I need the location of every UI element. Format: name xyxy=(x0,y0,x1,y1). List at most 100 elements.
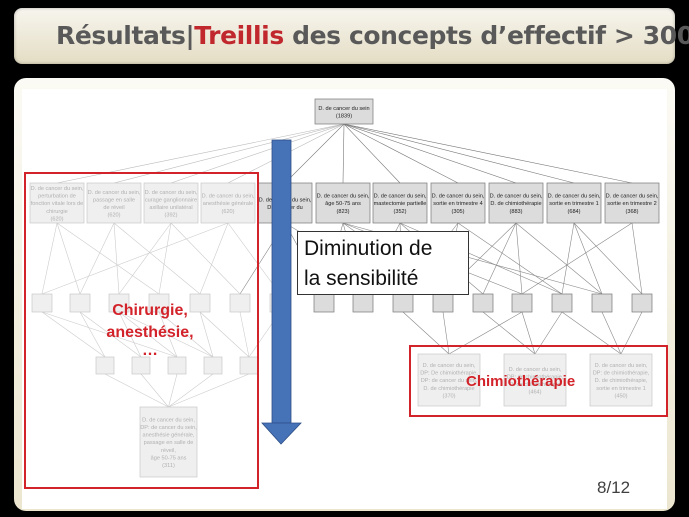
slide-title: Résultats|Treillis des concepts d’effect… xyxy=(56,21,689,50)
lattice-level1-node: D. de cancer du sein,sortie en trimestre… xyxy=(604,182,660,224)
lattice-node-count: (305) xyxy=(451,209,464,215)
lattice-edge xyxy=(79,222,115,295)
lattice-level2-node xyxy=(392,293,414,313)
lattice-edge xyxy=(521,222,633,295)
lattice-edge xyxy=(168,373,214,408)
lattice-edge xyxy=(620,311,643,355)
lattice-node-label: sortie en trimestre 4 xyxy=(433,201,482,207)
lattice-node-box xyxy=(546,182,602,224)
lattice-node-label: D. de chimiothérapie xyxy=(509,382,560,388)
lattice-node-label: D. de chimiothérapie xyxy=(490,201,541,207)
lattice-node-count: (620) xyxy=(107,213,120,219)
lattice-level2-node xyxy=(148,293,170,313)
lattice-chemo-node: D. de cancer du sein,DP: de chimiothérap… xyxy=(589,353,653,407)
lattice-node-label: D. de cancer du sein, xyxy=(509,367,562,373)
lattice-node-count: (464) xyxy=(528,390,541,396)
lattice-level2-node xyxy=(313,293,335,313)
lattice-level1-node: D. de cancer du sein,mastectomie partiel… xyxy=(372,182,428,224)
lattice-level1-node: D. de cancer du sein,sortie en trimestre… xyxy=(546,182,602,224)
lattice-level2-node xyxy=(352,293,374,313)
lattice-node-label: D. de cancer du sein, xyxy=(88,190,141,196)
lattice-level2-node xyxy=(69,293,91,313)
lattice-edge xyxy=(118,222,172,295)
lattice-node-label: D. de cancer du sein, xyxy=(145,190,198,196)
lattice-node-label: passage en salle xyxy=(93,197,135,203)
lattice-edge xyxy=(343,123,401,184)
lattice-edge xyxy=(118,311,214,358)
lattice-level2-node xyxy=(108,293,130,313)
lattice-node-box xyxy=(86,182,142,224)
lattice-level2-node xyxy=(551,293,573,313)
lattice-edge xyxy=(104,373,169,408)
lattice-node-count: (368) xyxy=(625,209,638,215)
lattice-node-label: sortie en trimestre 1 xyxy=(549,201,598,207)
lattice-edge xyxy=(113,222,120,295)
sensitivity-arrow-shaft xyxy=(271,139,292,424)
lattice-edge xyxy=(56,123,345,184)
lattice-node-label: D. de cancer du sein, xyxy=(595,363,648,369)
sensitivity-decrease-box: Diminution de la sensibilité xyxy=(297,231,469,295)
lattice-node-label: de réveil xyxy=(103,205,124,211)
lattice-edge xyxy=(442,311,450,355)
lattice-node-box xyxy=(315,182,371,224)
lattice-level3-node xyxy=(95,356,115,375)
lattice-edge xyxy=(573,222,603,295)
lattice-node-label: perturbation de xyxy=(38,194,76,200)
lattice-node-label: D. de chimiothérapie xyxy=(423,386,474,392)
lattice-edge xyxy=(41,311,178,358)
lattice-node-box xyxy=(314,98,374,125)
lattice-edge xyxy=(284,123,345,184)
lattice-edge xyxy=(342,123,345,184)
lattice-edge xyxy=(41,222,58,295)
sensitivity-line-2: la sensibilité xyxy=(304,267,419,290)
lattice-edge xyxy=(239,311,250,358)
lattice-level2-node xyxy=(591,293,613,313)
lattice-node-label: sortie en trimestre 1 xyxy=(596,386,645,392)
lattice-node-box xyxy=(372,182,428,224)
chemo-group-label: Chimiothérapie xyxy=(466,373,576,390)
lattice-node-box xyxy=(488,182,544,224)
lattice-level2-node xyxy=(31,293,53,313)
lattice-level1-node: D. de cancer du sein,âge 50-75 ans(823) xyxy=(315,182,371,224)
lattice-node-label: D. de cancer du sein, xyxy=(317,194,370,200)
lattice-node-box xyxy=(143,182,199,224)
lattice-edge xyxy=(158,311,178,358)
lattice-node-label: anesthésie générale, xyxy=(143,433,195,439)
lattice-level2-node xyxy=(631,293,653,313)
lattice-edge xyxy=(515,222,603,295)
lattice-node-label: axillaire unilatéral xyxy=(149,205,192,211)
lattice-edge xyxy=(41,222,229,295)
lattice-node-label: D. de chimiothérapie, xyxy=(595,378,648,384)
chemo-highlight-frame xyxy=(409,345,668,417)
lattice-edge xyxy=(140,373,169,408)
title-separator: | xyxy=(185,21,195,50)
lattice-node-label: DP: De chimiothérapie, xyxy=(420,371,478,377)
lattice-level1-node: D. de cancer du sein,passage en salle de … xyxy=(86,182,142,224)
lattice-edge xyxy=(601,311,622,355)
lattice-node-label: fonction vitale lors de xyxy=(31,201,84,207)
lattice-level3-node xyxy=(167,356,187,375)
lattice-node-box xyxy=(29,182,85,224)
lattice-node-label: D. de cancer du sein, xyxy=(423,363,476,369)
lattice-edge xyxy=(457,222,563,295)
lattice-edge xyxy=(561,222,575,295)
lattice-node-count: (620) xyxy=(221,209,234,215)
lattice-node-label: D. de cancer du sein, xyxy=(202,194,255,200)
lattice-node-box xyxy=(417,353,481,407)
lattice-node-count: (311) xyxy=(162,463,175,469)
lattice-edge xyxy=(56,222,81,295)
lattice-edge xyxy=(343,123,575,184)
lattice-level1-node: D. de cancer du sein,sortie en trimestre… xyxy=(430,182,486,224)
lattice-edge xyxy=(573,222,643,295)
lattice-node-label: DP: de cancer du sein, xyxy=(140,425,197,431)
lattice-node-count: (883) xyxy=(509,209,522,215)
lattice-level3-node xyxy=(203,356,223,375)
lattice-edge xyxy=(515,222,523,295)
lattice-edge xyxy=(534,311,563,355)
lattice-edge xyxy=(561,311,622,355)
lattice-node-box xyxy=(589,353,653,407)
lattice-edge xyxy=(199,222,229,295)
lattice-node-box xyxy=(604,182,660,224)
surgery-label-line-1: Chirurgie, xyxy=(112,302,188,319)
lattice-node-box xyxy=(139,406,198,478)
